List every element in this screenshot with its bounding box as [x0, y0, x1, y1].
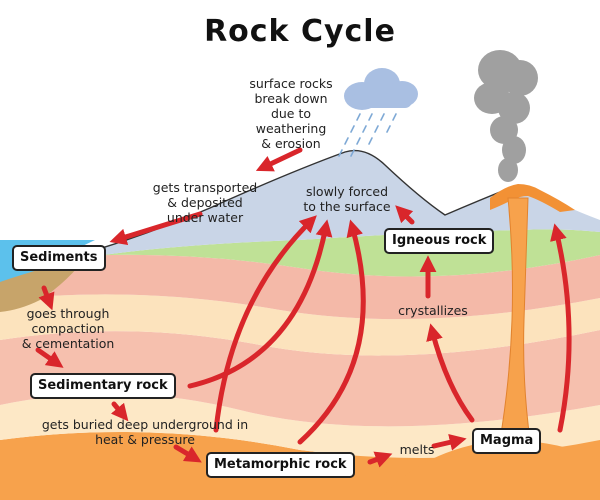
metamorphic-rock-box: Metamorphic rock [206, 452, 355, 478]
label-buried: gets buried deep underground in heat & p… [41, 417, 249, 447]
label-crystallizes: crystallizes [398, 303, 468, 318]
rain-cloud [344, 68, 418, 110]
arrow-buried-down [110, 401, 129, 422]
igneous-rock-box: Igneous rock [384, 228, 495, 254]
arrow-deposit-to-sediments [109, 211, 203, 246]
arrow-compaction-down [35, 347, 64, 368]
rain [338, 113, 397, 157]
arrow-igneous-to-surface [395, 205, 415, 225]
label-forced: slowly forced to the surface [303, 184, 391, 214]
upper-cream-layer [0, 294, 600, 356]
magma-chamber [380, 440, 600, 500]
label-compaction: goes through compaction & cementation [21, 306, 115, 351]
arrow-deep-up [213, 215, 317, 433]
lower-pink-layer [0, 330, 600, 427]
smoke-plume [474, 50, 538, 182]
label-transported: gets transported & deposited under water [152, 180, 258, 225]
arrow-to-metamorphic [173, 444, 202, 463]
label-weathering: surface rocks break down due to weatheri… [249, 76, 333, 151]
sediments-box: Sediments [12, 245, 106, 271]
cycle-arrows [35, 147, 572, 468]
arrow-to-magma [431, 434, 467, 451]
arrow-weathering [255, 147, 303, 172]
volcano-rim-lava [490, 184, 575, 212]
arrow-melts [367, 451, 393, 468]
mountain [50, 150, 600, 262]
arrow-metamorphic-up [297, 219, 366, 445]
magma-box: Magma [472, 428, 542, 454]
arrow-magma-up-right [550, 223, 572, 433]
arrow-sediments-down [38, 285, 55, 311]
arrow-sedimentary-up [187, 219, 333, 389]
magma-conduit [469, 197, 561, 500]
upper-pink-layer [0, 254, 600, 320]
arrow-magma-up-left [426, 323, 475, 423]
diagram-title: Rock Cycle [204, 14, 396, 49]
label-melts: melts [399, 442, 435, 457]
sedimentary-rock-box: Sedimentary rock [30, 373, 176, 399]
